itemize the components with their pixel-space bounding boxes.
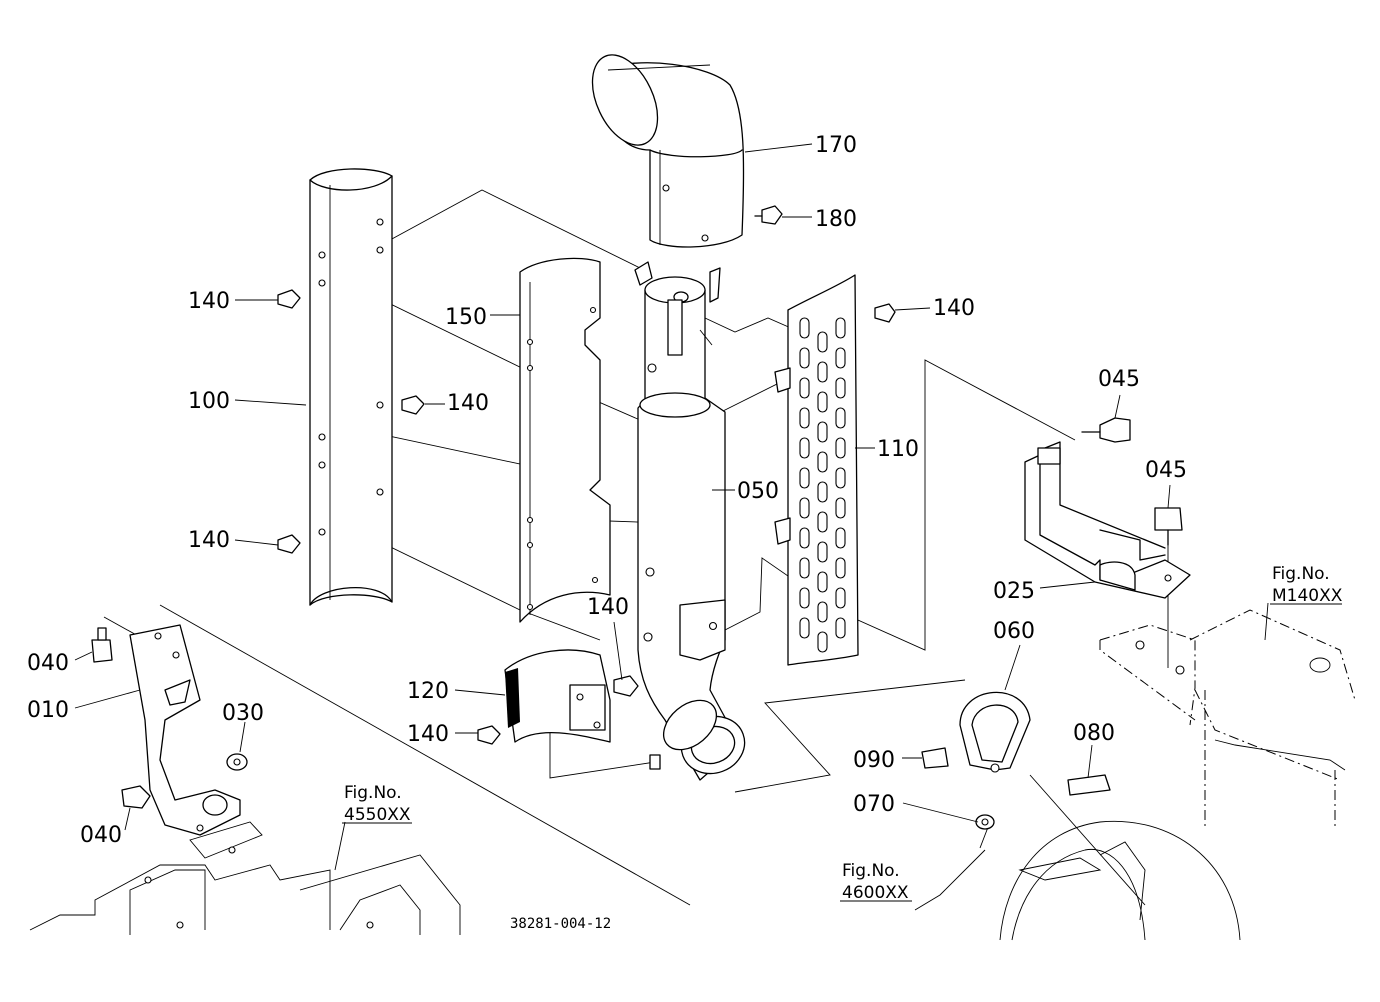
- guard-slot: [799, 587, 810, 609]
- label-140-mid: 140: [447, 391, 489, 416]
- guard-slot: [835, 617, 846, 639]
- label-110: 110: [877, 437, 919, 462]
- guard-slot: [835, 527, 846, 549]
- fig-ref-m140-line2: M140XX: [1272, 586, 1343, 606]
- guard-slot: [799, 347, 810, 369]
- guard-slot: [799, 437, 810, 459]
- guard-slot: [835, 347, 846, 369]
- label-070: 070: [853, 792, 895, 817]
- guard-slot: [835, 377, 846, 399]
- label-045-b: 045: [1145, 458, 1187, 483]
- heat-shield-150: [519, 257, 611, 623]
- tail-pipe-170: [591, 54, 745, 248]
- label-040-top: 040: [27, 651, 69, 676]
- clamp-060: [959, 691, 1031, 773]
- label-140-shield2: 140: [407, 722, 449, 747]
- label-150: 150: [445, 305, 487, 330]
- fasteners: [91, 205, 1183, 830]
- guard-slot: [817, 451, 828, 473]
- guard-slots: [799, 317, 846, 653]
- guard-slot: [835, 407, 846, 429]
- guard-slot: [817, 421, 828, 443]
- muffler-050: [634, 261, 746, 781]
- guard-slot: [835, 587, 846, 609]
- label-140-low: 140: [188, 528, 230, 553]
- label-140-right: 140: [933, 296, 975, 321]
- label-080: 080: [1073, 721, 1115, 746]
- label-180: 180: [815, 207, 857, 232]
- guard-slot: [799, 467, 810, 489]
- label-120: 120: [407, 679, 449, 704]
- bracket-010: [129, 624, 241, 836]
- guard-110: [774, 274, 859, 666]
- guard-slot: [799, 317, 810, 339]
- label-140-top: 140: [188, 289, 230, 314]
- shield-120: [504, 649, 661, 770]
- part-labels: 170 180 140 150 140 100 140 140 110 050 …: [27, 133, 1187, 848]
- label-140-shield: 140: [587, 595, 629, 620]
- guard-slot: [817, 601, 828, 623]
- guard-slot: [817, 361, 828, 383]
- guard-slot: [817, 631, 828, 653]
- guard-slot: [799, 557, 810, 579]
- frame-4550: [29, 821, 461, 935]
- label-010: 010: [27, 698, 69, 723]
- housing-4600: [999, 820, 1241, 941]
- figure-refs: Fig.No. M140XX Fig.No. 4550XX Fig.No. 46…: [342, 564, 1343, 932]
- guard-slot: [817, 571, 828, 593]
- label-170: 170: [815, 133, 857, 158]
- label-040-bottom: 040: [80, 823, 122, 848]
- guard-slot: [799, 617, 810, 639]
- fig-ref-4600-line2: 4600XX: [842, 883, 909, 903]
- frame-m140: [1099, 609, 1356, 830]
- fig-ref-4600-line1: Fig.No.: [842, 861, 900, 881]
- label-090: 090: [853, 748, 895, 773]
- label-060: 060: [993, 619, 1035, 644]
- guard-slot: [799, 497, 810, 519]
- label-025: 025: [993, 579, 1035, 604]
- fig-ref-4550-line1: Fig.No.: [344, 783, 402, 803]
- label-050: 050: [737, 479, 779, 504]
- assembly-lines: [103, 189, 1169, 906]
- guard-slot: [835, 497, 846, 519]
- guard-slot: [799, 527, 810, 549]
- guard-slot: [835, 437, 846, 459]
- drawing-code: 38281-004-12: [510, 916, 611, 932]
- fig-ref-4550-line2: 4550XX: [344, 805, 411, 825]
- guard-slot: [817, 481, 828, 503]
- guard-slot: [799, 377, 810, 399]
- label-045-a: 045: [1098, 367, 1140, 392]
- label-030: 030: [222, 701, 264, 726]
- fig-ref-m140-line1: Fig.No.: [1272, 564, 1330, 584]
- guard-slot: [817, 391, 828, 413]
- guard-slot: [835, 467, 846, 489]
- leader-lines: [74, 143, 1269, 911]
- label-100: 100: [188, 389, 230, 414]
- guard-slot: [817, 541, 828, 563]
- guard-slot: [817, 331, 828, 353]
- heat-shield-100: [309, 168, 393, 606]
- guard-slot: [799, 407, 810, 429]
- guard-slot: [817, 511, 828, 533]
- guard-slot: [835, 317, 846, 339]
- guard-slot: [835, 557, 846, 579]
